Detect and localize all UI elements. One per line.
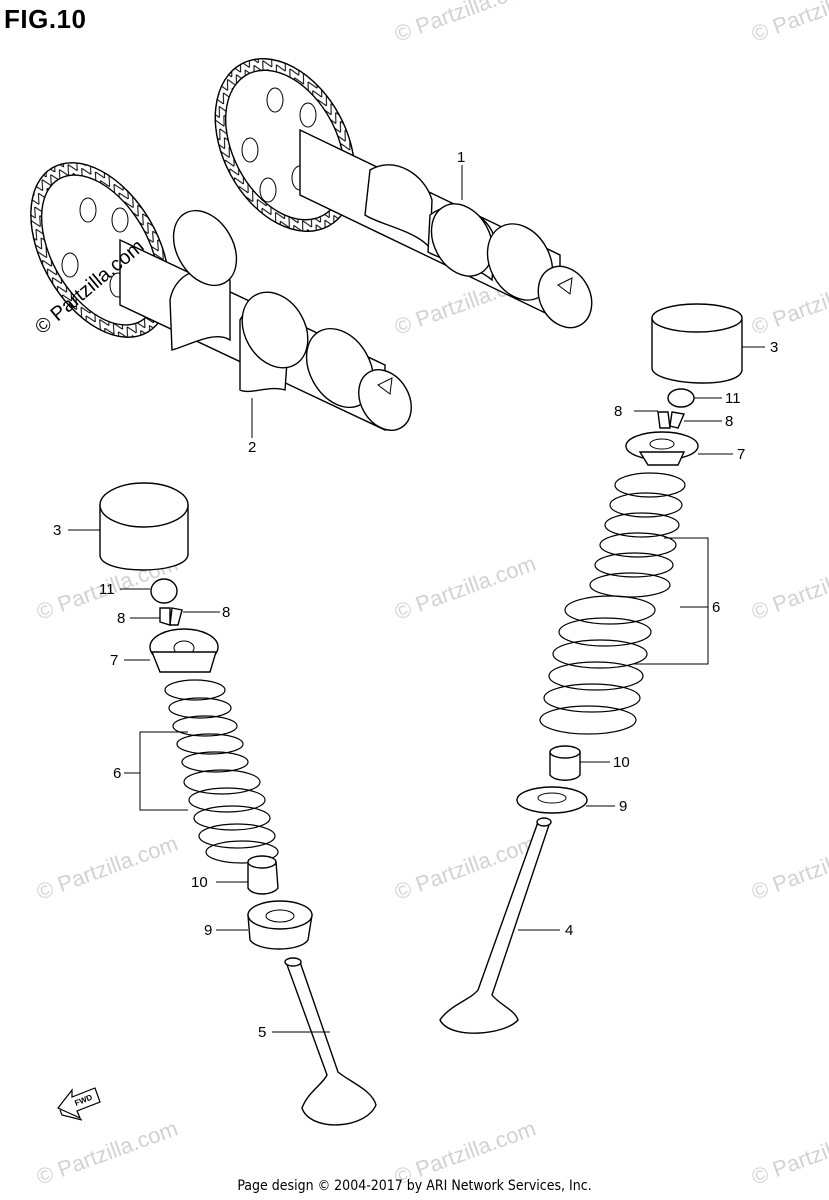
callout-8: 8 <box>222 604 230 621</box>
callout-11: 11 <box>99 581 115 598</box>
watermark: © Partzilla.com <box>748 551 829 625</box>
watermark: © Partzilla.com <box>748 831 829 905</box>
fwd-arrow: FWD <box>57 1087 101 1121</box>
camshaft-2: © Partzilla.com <box>30 162 412 432</box>
left-valve-assembly <box>99 482 377 1126</box>
callout-2: 2 <box>248 439 256 456</box>
callout-3: 3 <box>770 339 778 356</box>
callout-3: 3 <box>53 522 61 539</box>
footer-copyright: Page design © 2004-2017 by ARI Network S… <box>237 1178 592 1194</box>
callout-1: 1 <box>457 149 465 166</box>
callout-9: 9 <box>204 922 212 939</box>
leader-lines <box>68 165 765 1033</box>
watermark: © Partzilla.com <box>391 0 539 47</box>
callout-4: 4 <box>565 922 573 939</box>
callout-5: 5 <box>258 1024 266 1041</box>
figure-title: FIG.10 <box>4 4 87 34</box>
callout-6: 6 <box>113 765 121 782</box>
callout-8: 8 <box>117 610 125 627</box>
callout-7: 7 <box>737 446 745 463</box>
camshaft-1 <box>214 58 593 329</box>
watermark: © Partzilla.com <box>748 266 829 340</box>
watermark: © Partzilla.com <box>391 551 539 625</box>
callout-6: 6 <box>712 599 720 616</box>
watermark: © Partzilla.com <box>33 831 181 905</box>
callout-8: 8 <box>725 413 733 430</box>
callout-8: 8 <box>614 403 622 420</box>
callout-10: 10 <box>191 874 208 891</box>
right-valve-assembly <box>439 303 743 1034</box>
callout-9: 9 <box>619 798 627 815</box>
callout-10: 10 <box>613 754 630 771</box>
callout-labels: 1 2 3 3 4 5 6 6 7 7 8 8 8 8 9 9 10 10 11… <box>53 149 778 1041</box>
callout-7: 7 <box>110 652 118 669</box>
watermark: © Partzilla.com <box>748 0 829 47</box>
callout-11: 11 <box>725 390 741 407</box>
